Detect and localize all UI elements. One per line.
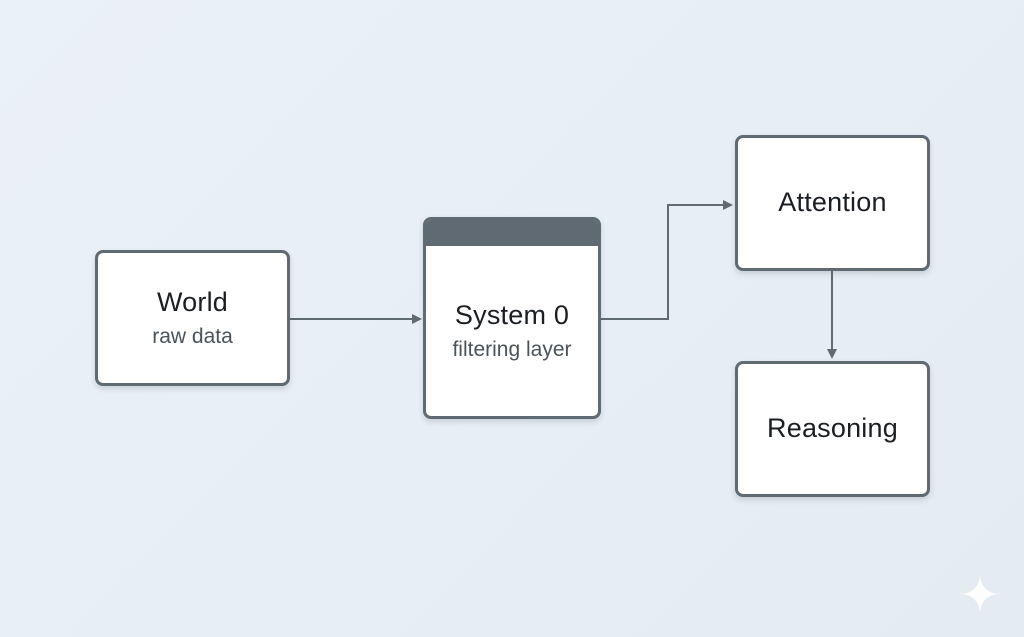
node-reasoning[interactable]: Reasoning bbox=[735, 361, 930, 497]
node-attention-title: Attention bbox=[778, 187, 887, 218]
node-attention[interactable]: Attention bbox=[735, 135, 930, 271]
node-world-title: World bbox=[156, 287, 229, 318]
node-world[interactable]: World raw data bbox=[95, 250, 290, 386]
node-system0-title: System 0 bbox=[454, 300, 570, 331]
sparkle-icon bbox=[962, 576, 998, 612]
edge-system0-to-attention bbox=[601, 200, 733, 320]
node-reasoning-title: Reasoning bbox=[767, 413, 898, 444]
node-system0-header-bar bbox=[426, 220, 598, 246]
node-system0[interactable]: System 0 filtering layer bbox=[423, 217, 601, 419]
node-world-subtitle: raw data bbox=[152, 324, 233, 348]
node-system0-subtitle: filtering layer bbox=[452, 337, 572, 361]
